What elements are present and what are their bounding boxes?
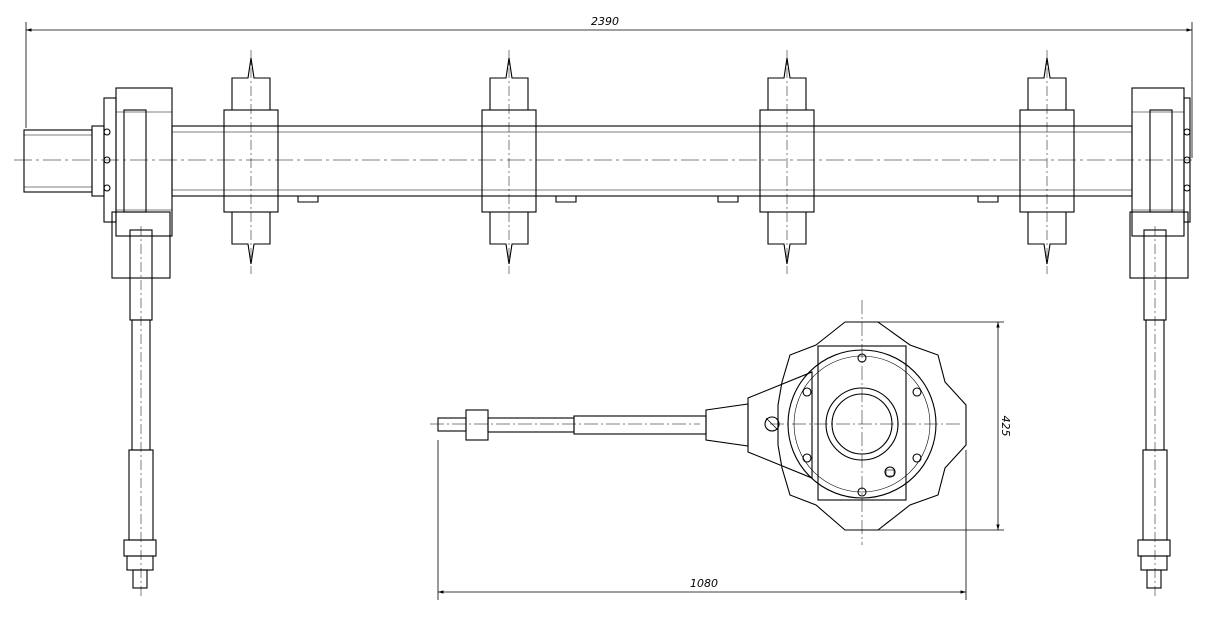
sprocket-3 <box>759 50 815 274</box>
lever-sprocket-side-view <box>430 300 967 545</box>
sprocket-height-label: 425 <box>999 416 1012 437</box>
lever-length-dimension <box>437 440 967 600</box>
sprocket-height-dimension <box>878 321 1004 531</box>
lever-length-label: 1080 <box>690 577 718 590</box>
sprocket-2 <box>481 50 537 274</box>
overall-width-dimension <box>25 22 1193 158</box>
right-lever <box>1129 211 1189 596</box>
sprocket-4 <box>1019 50 1075 274</box>
shaft-assembly <box>14 87 1196 237</box>
overall-width-label: 2390 <box>591 15 619 28</box>
sprocket-1 <box>223 50 279 274</box>
left-lever <box>111 211 171 596</box>
